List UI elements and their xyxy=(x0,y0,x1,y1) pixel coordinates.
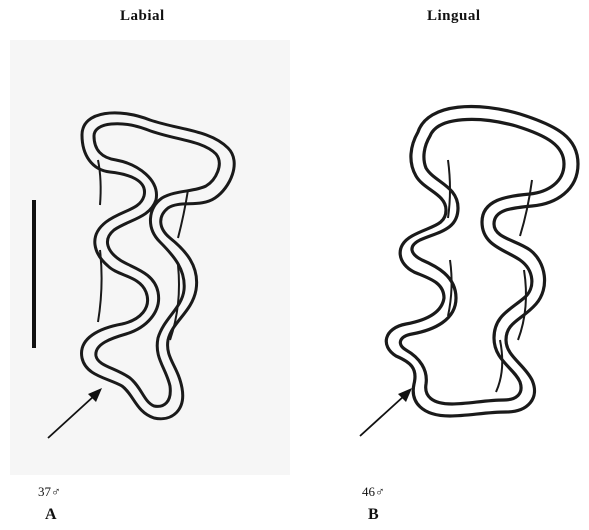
arrow-up-right-icon xyxy=(359,388,412,437)
specimen-label-b: 46♂ xyxy=(362,484,385,499)
lingual-panel xyxy=(310,40,589,475)
lingual-tooth-diagram xyxy=(359,104,580,437)
arrow-up-right-icon xyxy=(47,388,102,439)
specimen-label-a: 37♂ xyxy=(38,484,61,499)
heading-lingual: Lingual xyxy=(427,8,481,24)
panel-letter-b: B xyxy=(368,506,379,523)
tooth-outline xyxy=(80,111,236,421)
panel-letter-a: A xyxy=(45,506,57,523)
heading-labial: Labial xyxy=(120,8,165,24)
labial-tooth-diagram xyxy=(32,111,236,439)
tooth-outline xyxy=(384,104,580,418)
labial-panel xyxy=(10,40,290,475)
